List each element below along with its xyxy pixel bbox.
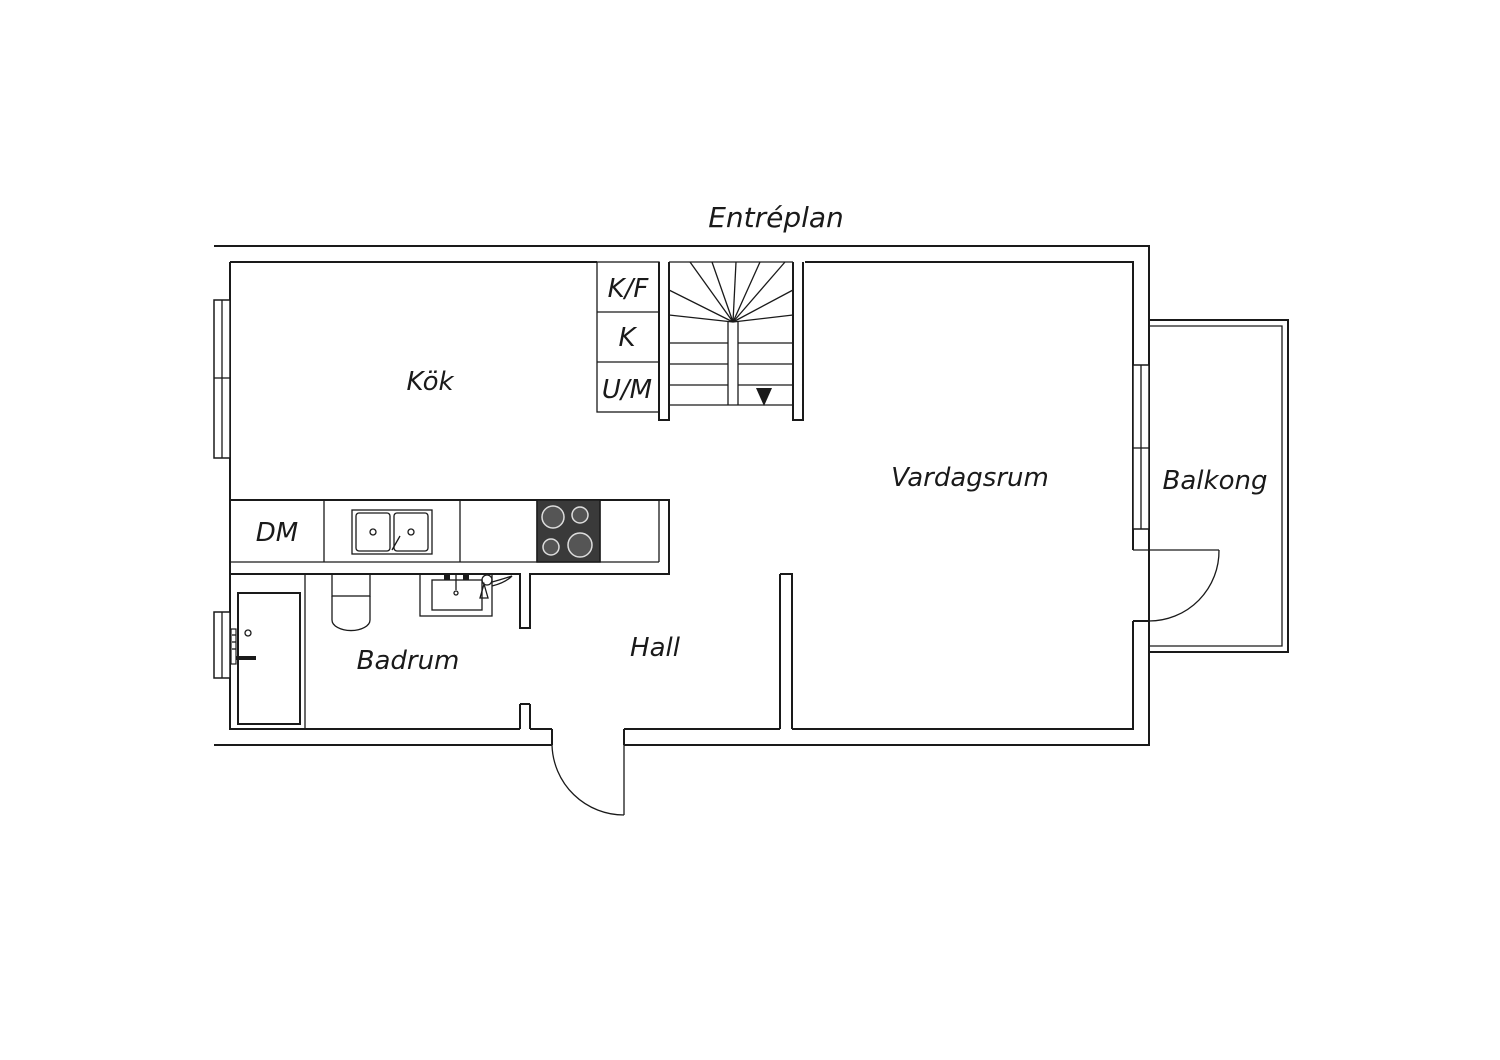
closet-kf-label: K/F bbox=[608, 274, 650, 304]
dishwasher-label: DM bbox=[256, 518, 298, 548]
shower-head-icon bbox=[479, 574, 513, 599]
stove-icon bbox=[536, 499, 601, 563]
closet-um-label: U/M bbox=[602, 375, 652, 405]
shower-icon bbox=[230, 592, 301, 725]
interior-walls bbox=[304, 573, 793, 729]
plan-title: Entréplan bbox=[708, 201, 844, 234]
kitchen-sink-icon bbox=[351, 509, 433, 555]
window-bathroom-left bbox=[213, 611, 231, 679]
closet-column bbox=[596, 261, 660, 413]
stair-arrow-icon bbox=[756, 388, 772, 406]
balcony-door bbox=[1133, 549, 1220, 622]
toilet-icon bbox=[331, 573, 371, 632]
room-label-balcony: Balkong bbox=[1163, 466, 1268, 496]
balcony bbox=[1149, 319, 1289, 653]
room-label-bathroom: Badrum bbox=[357, 646, 460, 676]
room-label-living-room: Vardagsrum bbox=[891, 463, 1049, 493]
closet-k-label: K bbox=[618, 323, 637, 353]
room-label-hall: Hall bbox=[630, 633, 681, 663]
exterior-walls bbox=[214, 245, 1150, 746]
front-door bbox=[551, 744, 625, 816]
window-kitchen-left bbox=[213, 299, 231, 459]
room-label-kitchen: Kök bbox=[406, 367, 454, 397]
bathroom-sink-icon bbox=[419, 573, 493, 617]
window-living-right bbox=[1132, 364, 1150, 530]
staircase bbox=[658, 261, 804, 421]
